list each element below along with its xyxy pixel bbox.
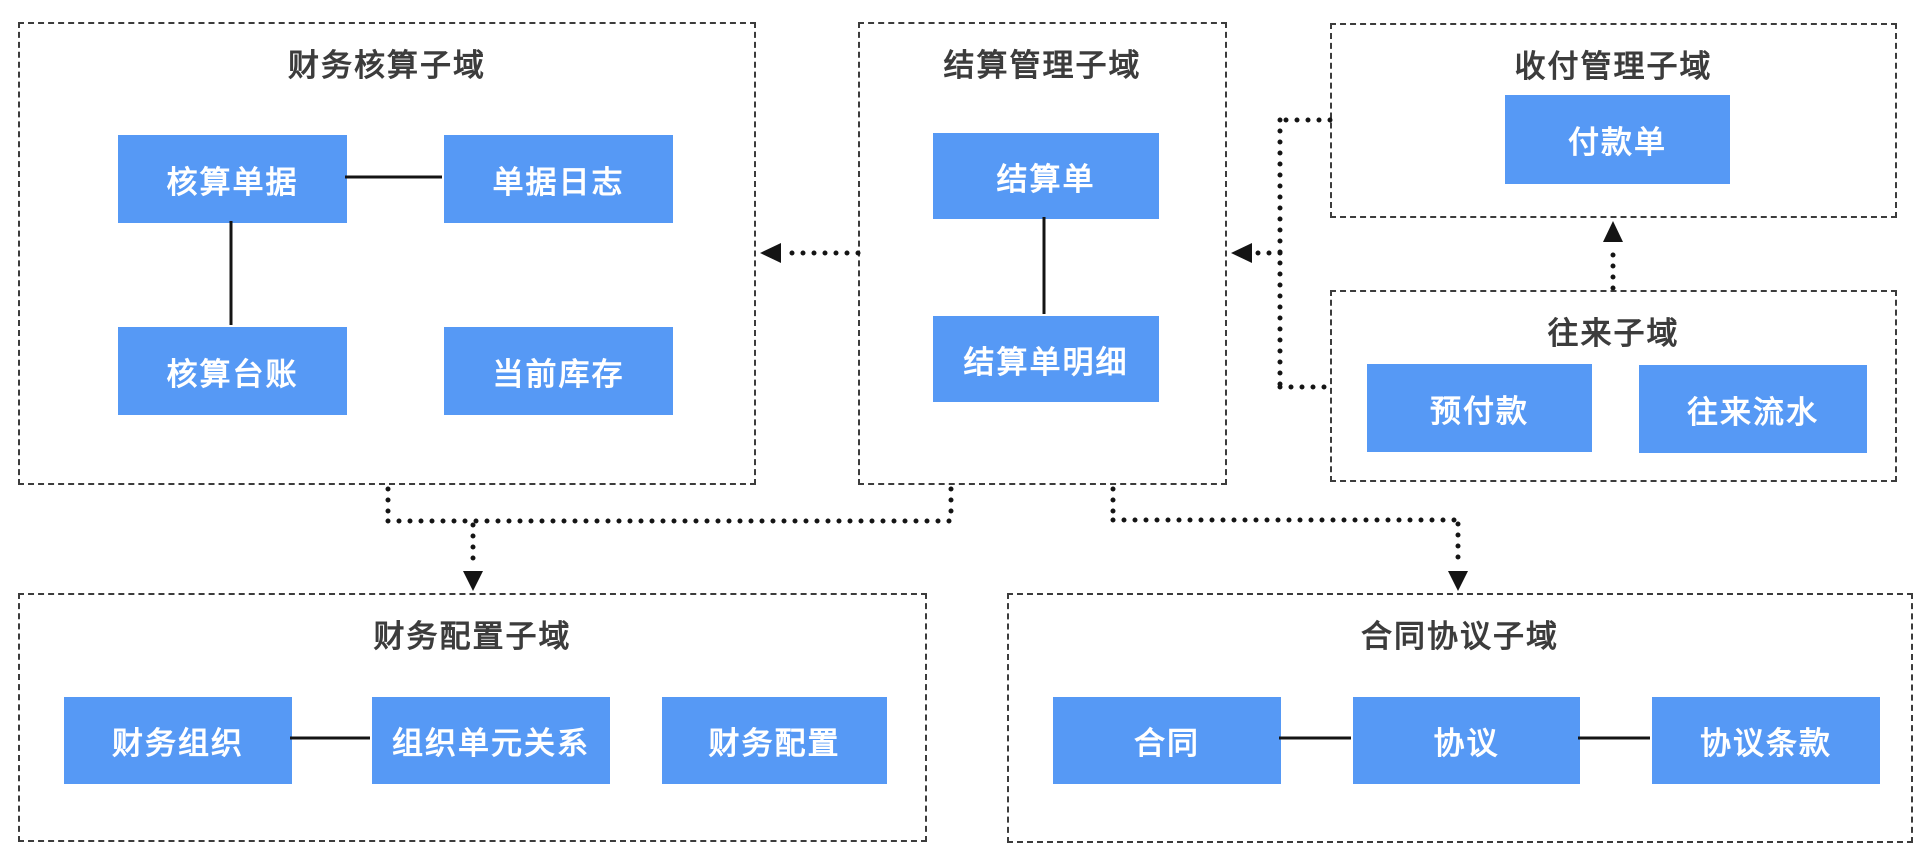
node-prepayment[interactable]: 预付款 (1367, 364, 1592, 452)
domain-current-accounts[interactable]: 往来子域 预付款 往来流水 (1330, 290, 1897, 482)
node-document-log[interactable]: 单据日志 (444, 135, 673, 223)
node-agreement-terms[interactable]: 协议条款 (1652, 697, 1880, 784)
domain-title: 合同协议子域 (1361, 619, 1559, 654)
domain-title: 结算管理子域 (943, 48, 1142, 83)
node-agreement[interactable]: 协议 (1353, 697, 1580, 784)
node-settlement-order-detail[interactable]: 结算单明细 (933, 316, 1159, 402)
node-payment-order[interactable]: 付款单 (1505, 95, 1730, 184)
node-financial-organization[interactable]: 财务组织 (64, 697, 292, 784)
domain-payment-management[interactable]: 收付管理子域 付款单 (1330, 23, 1897, 218)
domain-financial-accounting[interactable]: 财务核算子域 核算单据 单据日志 核算台账 当前库存 (18, 22, 756, 485)
domain-contract-agreement[interactable]: 合同协议子域 合同 协议 协议条款 (1007, 593, 1913, 843)
domain-title: 收付管理子域 (1514, 49, 1713, 84)
node-current-inventory[interactable]: 当前库存 (444, 327, 673, 415)
arrowhead-up-into-payment (1603, 221, 1623, 242)
node-contract[interactable]: 合同 (1053, 697, 1281, 784)
node-org-unit-relation[interactable]: 组织单元关系 (372, 697, 610, 784)
domain-title: 往来子域 (1547, 316, 1680, 351)
arrowhead-down-into-financial-config (463, 571, 483, 591)
domain-financial-config[interactable]: 财务配置子域 财务组织 组织单元关系 财务配置 (18, 593, 927, 842)
arrowhead-left-into-financial-accounting (760, 243, 781, 263)
node-financial-config[interactable]: 财务配置 (662, 697, 887, 784)
domain-title: 财务核算子域 (288, 48, 486, 83)
arrowhead-left-into-settlement (1231, 243, 1252, 263)
arrowhead-down-into-contract-agreement (1448, 571, 1468, 591)
domain-title: 财务配置子域 (373, 619, 572, 654)
node-accounting-document[interactable]: 核算单据 (118, 135, 347, 223)
domain-settlement-management[interactable]: 结算管理子域 结算单 结算单明细 (858, 22, 1227, 485)
node-transaction-flow[interactable]: 往来流水 (1639, 365, 1867, 453)
node-accounting-ledger[interactable]: 核算台账 (118, 327, 347, 415)
node-settlement-order[interactable]: 结算单 (933, 133, 1159, 219)
